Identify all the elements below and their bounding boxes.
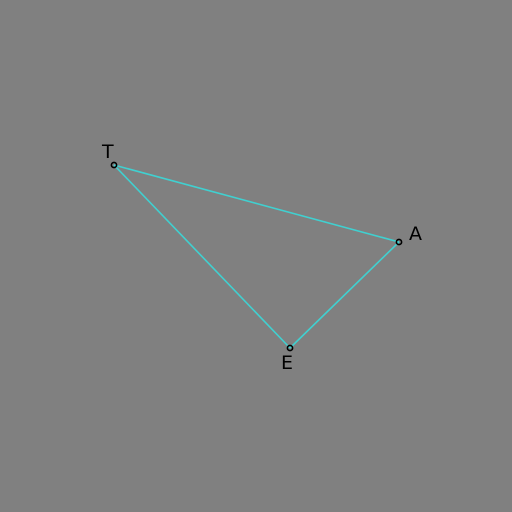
vertex-labels: T A E [101,141,422,374]
vertex-label-e: E [281,352,293,374]
vertex-label-a: A [409,223,422,245]
vertex-point-a [395,238,403,246]
vertex-points [110,161,403,352]
vertex-point-e [286,344,294,352]
edge-e-t [113,164,291,349]
edge-a-e [289,241,400,349]
edge-t-a [113,164,400,243]
vertex-point-t [110,161,118,169]
triangle-edges [113,164,400,349]
vertex-label-t: T [101,141,114,163]
